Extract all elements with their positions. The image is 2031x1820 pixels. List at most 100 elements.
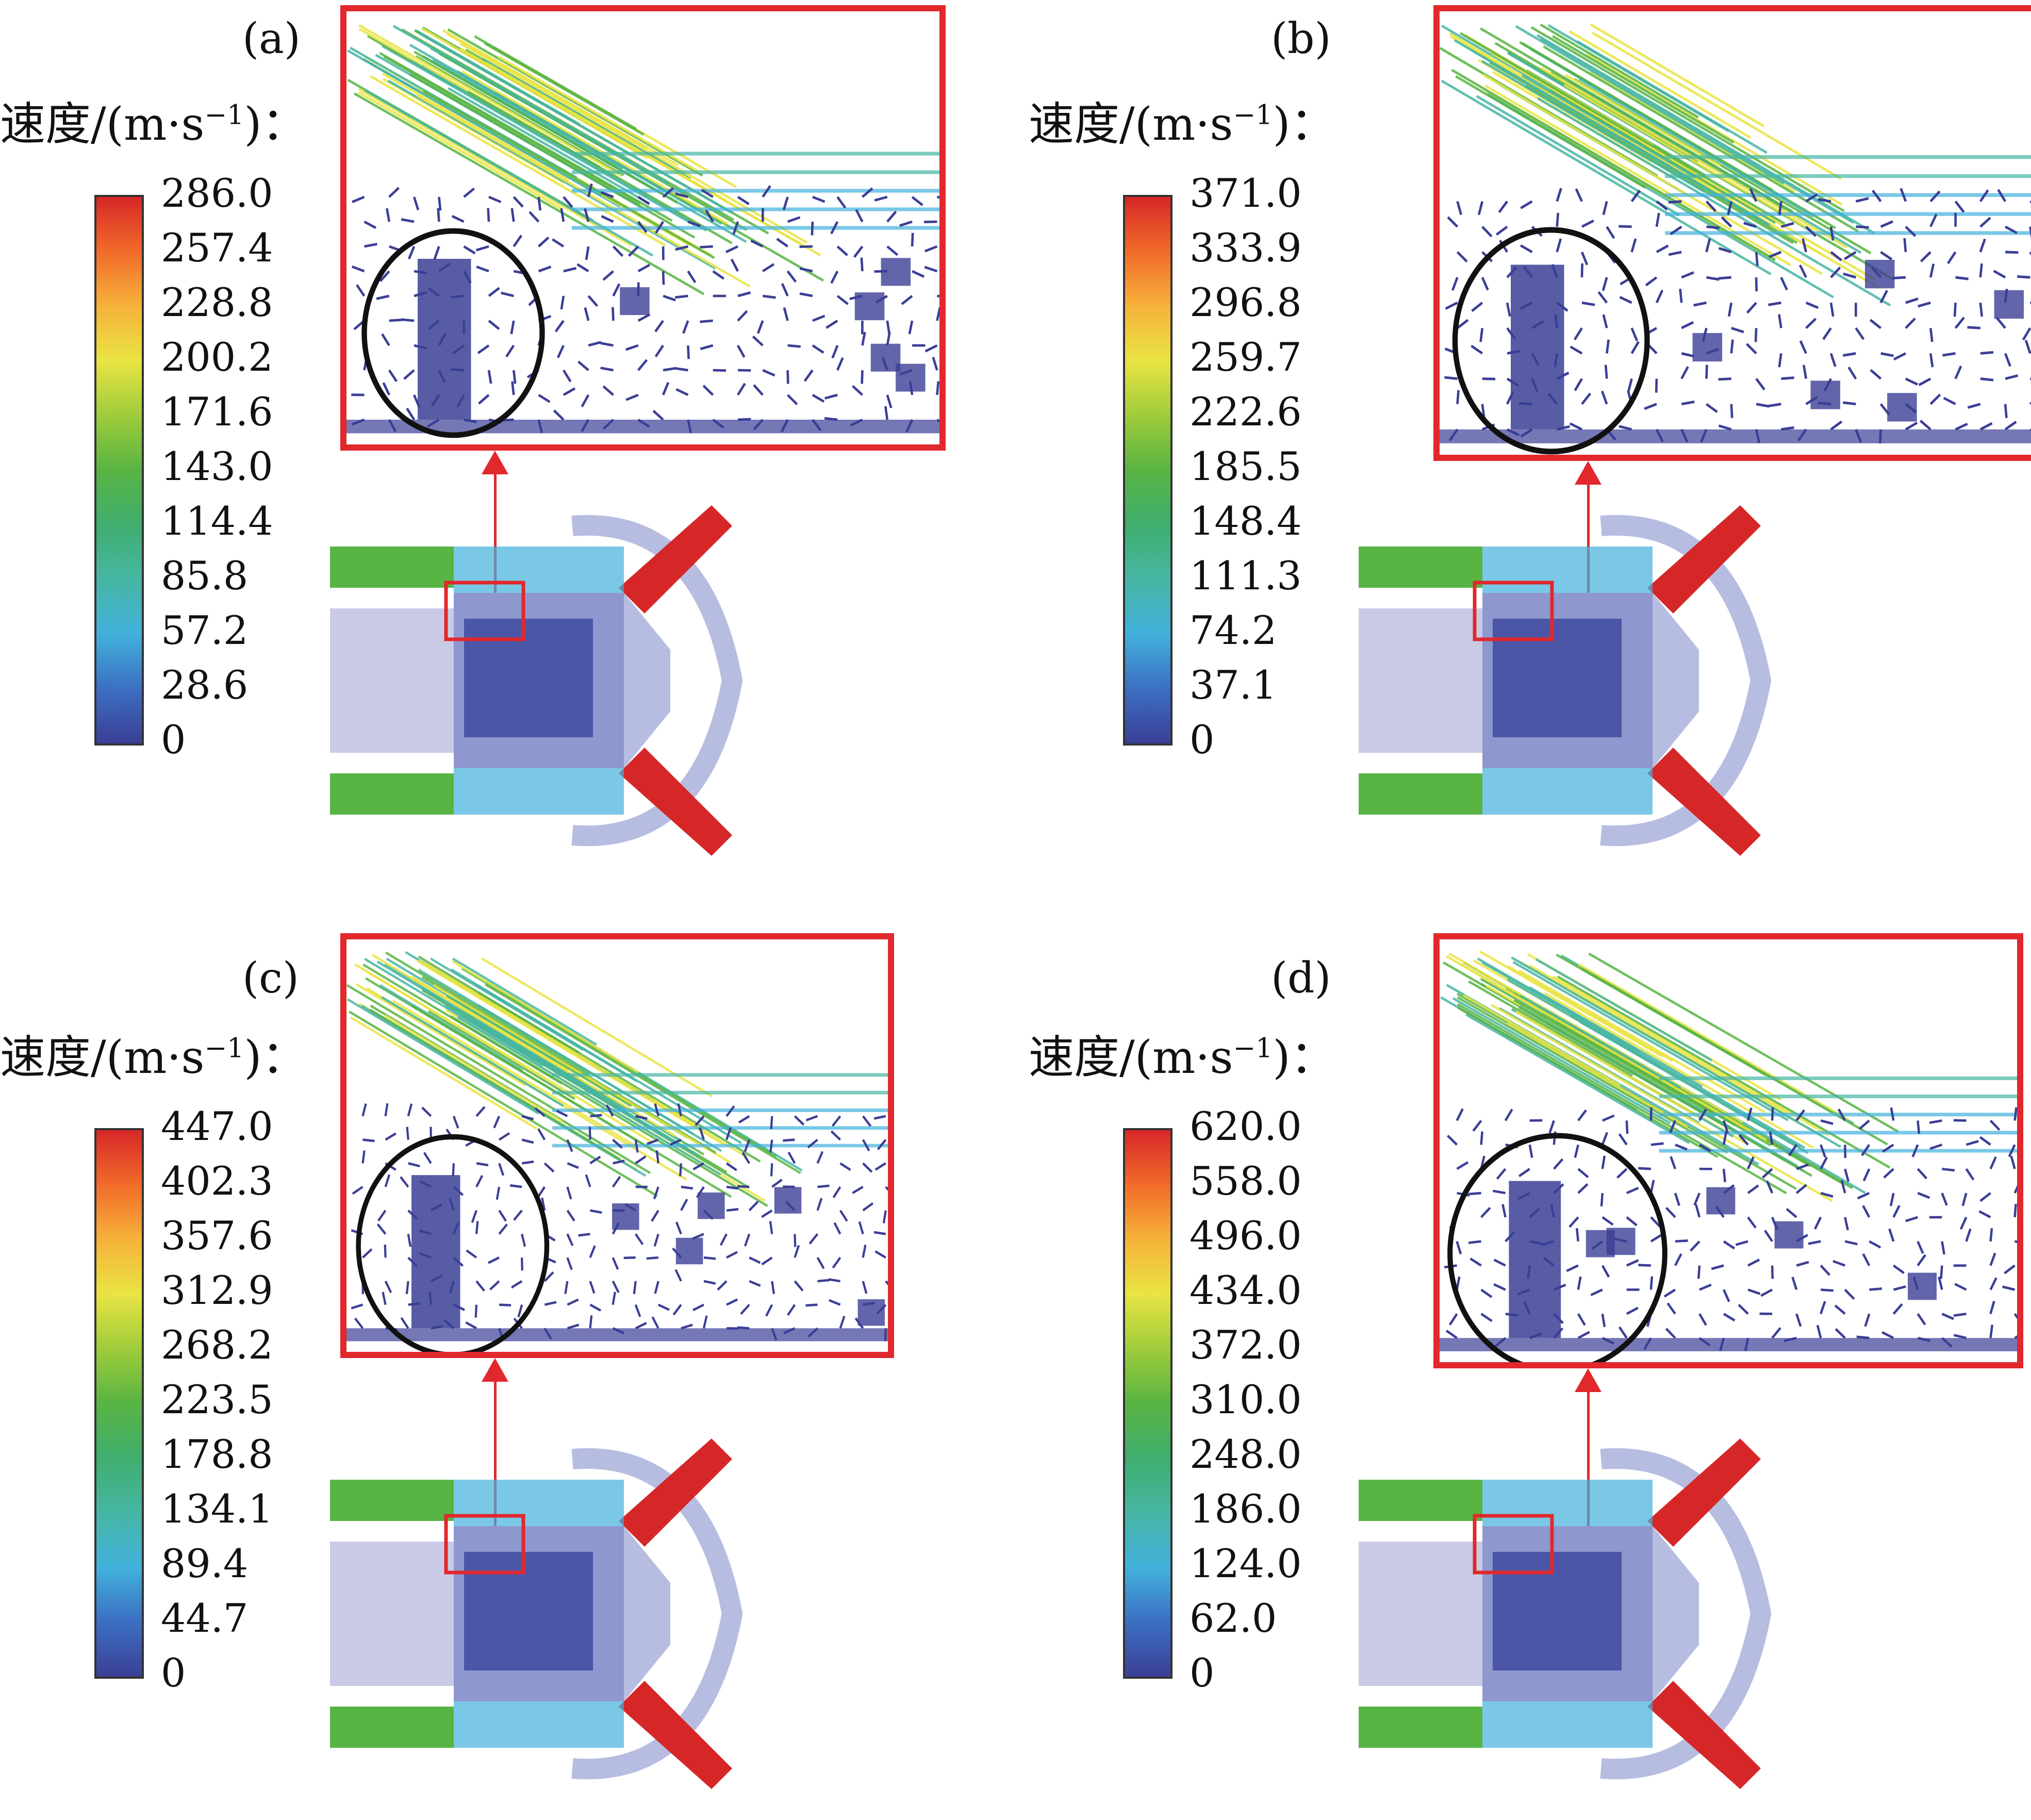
chamber-left xyxy=(1359,1542,1488,1686)
vortex-cluster xyxy=(620,287,650,315)
flow-vector xyxy=(937,382,938,395)
flow-vector xyxy=(745,1234,749,1246)
vortex-cluster xyxy=(698,1193,725,1219)
flow-vector xyxy=(512,382,514,395)
flow-vector xyxy=(351,1305,362,1309)
flow-vector xyxy=(1858,1193,1870,1198)
flow-vector xyxy=(772,1180,782,1187)
overview-svg xyxy=(1359,1428,1771,1799)
flow-vector xyxy=(1756,404,1769,406)
flow-vector xyxy=(1575,379,1582,391)
flow-vector xyxy=(363,1150,365,1163)
flow-vector xyxy=(693,1305,704,1311)
flow-vector xyxy=(1918,1242,1923,1253)
flow-vector xyxy=(788,218,800,222)
flow-vector xyxy=(1906,423,1917,429)
flow-vector xyxy=(407,1127,408,1140)
colorbar-tick-label: 186.0 xyxy=(1190,1486,1302,1532)
flow-vector xyxy=(613,1292,615,1305)
flow-vector xyxy=(2005,252,2018,253)
flow-vector xyxy=(770,1140,772,1153)
flow-vector xyxy=(863,1163,872,1172)
colorbar-title-sup: −1 xyxy=(205,1033,244,1064)
flow-vector xyxy=(352,267,365,271)
flow-vector xyxy=(837,296,848,304)
vortex-cluster xyxy=(1865,260,1895,288)
flow-vector xyxy=(2015,1107,2017,1121)
colorbar-title-text: 速度/(m·s xyxy=(1029,1031,1233,1084)
colorbar-tick-label: 312.9 xyxy=(161,1267,273,1313)
flow-vector xyxy=(1506,1110,1512,1121)
flow-vector xyxy=(1557,239,1561,252)
flow-vector xyxy=(663,383,668,395)
vortex-cluster xyxy=(1693,333,1723,361)
flow-vector xyxy=(1808,1242,1821,1244)
flow-vector xyxy=(1657,213,1659,227)
colorbar-tick-label: 310.0 xyxy=(1190,1377,1302,1422)
flow-vector xyxy=(1980,352,1993,353)
flow-vector xyxy=(813,395,824,402)
flow-vector xyxy=(1966,1141,1978,1145)
flow-vector xyxy=(788,271,796,282)
flow-vector xyxy=(1863,1254,1869,1266)
jet-vector xyxy=(1491,1005,1832,1201)
flow-vector xyxy=(613,1281,619,1293)
flow-vector xyxy=(1603,277,1607,291)
flow-vector xyxy=(673,1305,681,1315)
flow-vector xyxy=(1990,1278,1996,1289)
flow-vector xyxy=(579,361,589,370)
colorbar-tick-label: 185.5 xyxy=(1190,443,1302,489)
flow-vector xyxy=(912,197,922,205)
flow-vector xyxy=(363,1104,366,1116)
colorbar-tick-label: 402.3 xyxy=(161,1158,273,1204)
flow-vector xyxy=(1471,1259,1481,1265)
recirculation-cluster xyxy=(1509,1181,1561,1338)
flow-vector xyxy=(926,345,937,351)
flow-vector xyxy=(378,1211,386,1221)
flow-vector xyxy=(1457,1242,1461,1254)
flow-vector xyxy=(1578,1169,1588,1177)
flow-vector xyxy=(704,1281,716,1284)
flow-vector xyxy=(489,197,501,202)
flow-vector xyxy=(1481,1289,1492,1297)
flow-vector xyxy=(1452,277,1457,290)
flow-vector xyxy=(886,1281,888,1290)
flow-vector xyxy=(1980,1193,1991,1201)
panel-label: (c) xyxy=(242,954,299,1003)
flow-vector xyxy=(1675,1240,1688,1241)
flow-vector xyxy=(603,386,614,395)
flow-vector xyxy=(749,1201,758,1210)
flow-vector xyxy=(1787,1209,1796,1217)
flow-vector xyxy=(1724,1289,1729,1301)
flow-vector xyxy=(357,285,365,296)
flow-vector xyxy=(1779,353,1781,367)
flow-vector xyxy=(1554,1159,1563,1169)
flow-vector xyxy=(1731,340,1733,354)
flow-vector xyxy=(1468,1193,1481,1194)
flow-vector xyxy=(656,345,663,357)
flow-vector xyxy=(1893,1304,1902,1314)
flow-vector xyxy=(1724,1314,1735,1320)
flow-vector xyxy=(1482,277,1488,290)
colorbar-tick-label: 85.8 xyxy=(161,553,248,599)
flow-vector xyxy=(389,320,402,321)
flow-vector xyxy=(1930,1145,1942,1149)
colorbar-tick-label: 37.1 xyxy=(1190,662,1277,708)
wall-band xyxy=(1440,1338,2017,1351)
flow-vector xyxy=(912,233,913,246)
flow-vector xyxy=(1893,1286,1906,1289)
flow-vector xyxy=(514,236,521,246)
flow-vector xyxy=(700,246,713,247)
flow-vector xyxy=(1954,1335,1966,1338)
flow-vector xyxy=(522,1116,533,1119)
flow-vector xyxy=(1906,379,1918,385)
flow-vector xyxy=(1446,303,1458,309)
colorbar-title: 速度/(m·s−1)： xyxy=(0,1021,307,1086)
flow-vector xyxy=(1980,303,1982,317)
jet-vector xyxy=(1516,1012,1698,1117)
flow-vector xyxy=(2002,1287,2015,1290)
flow-vector xyxy=(1800,265,1806,277)
flow-vector xyxy=(713,271,724,279)
colorbar-tick-label: 200.2 xyxy=(161,334,273,380)
flow-vector xyxy=(539,238,549,246)
